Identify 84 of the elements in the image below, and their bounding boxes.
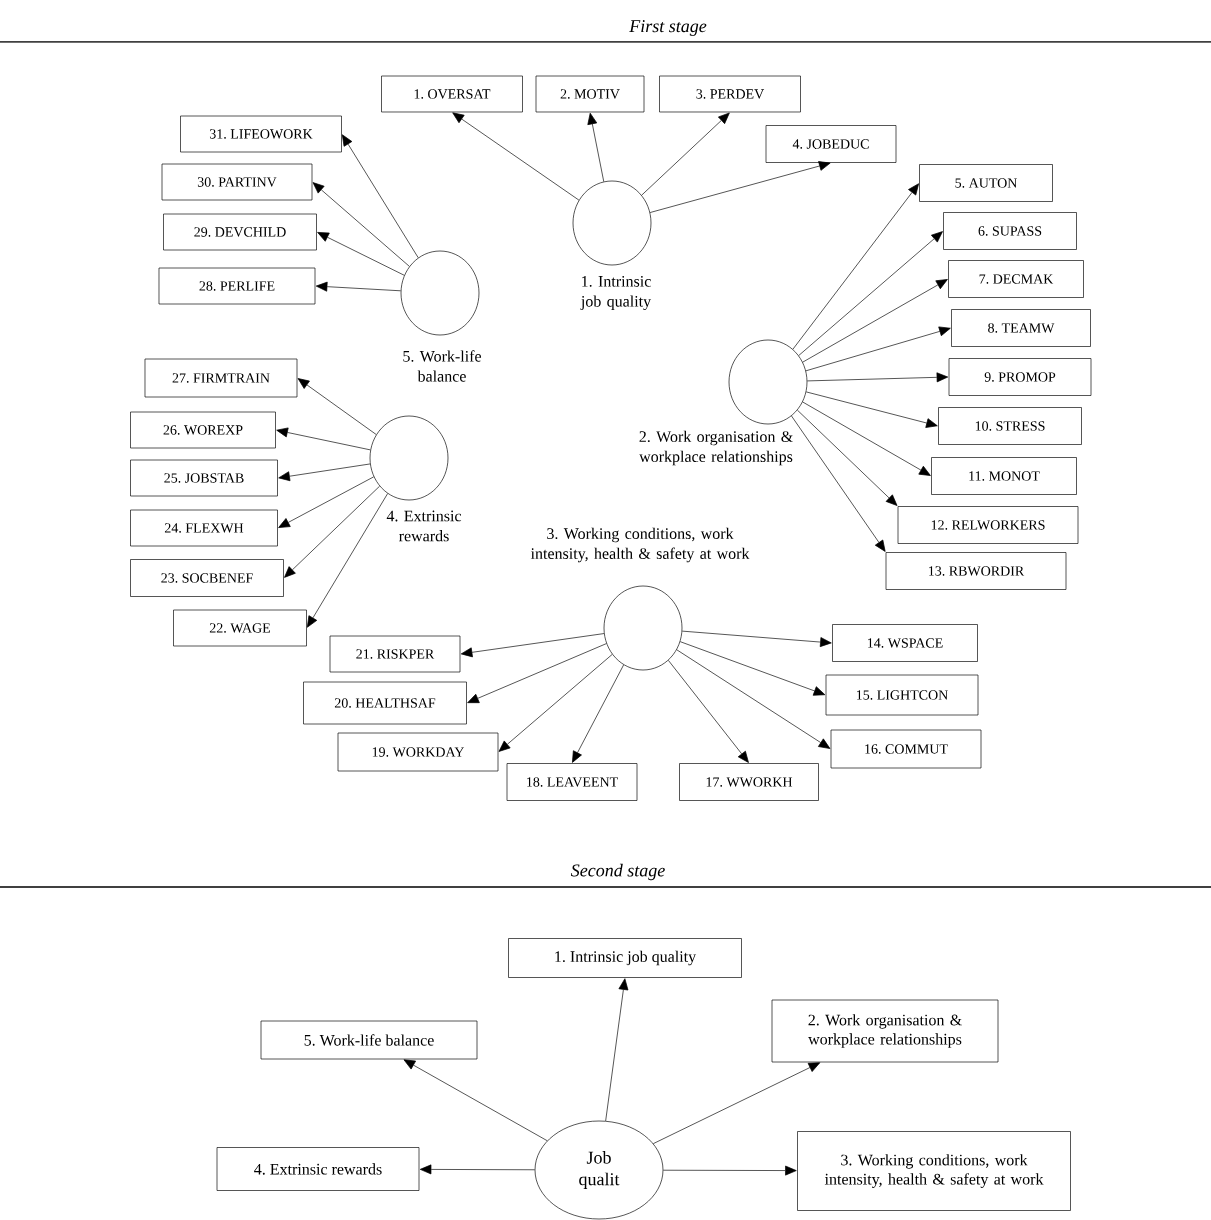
arrow bbox=[802, 279, 948, 363]
arrow bbox=[792, 183, 919, 350]
node-caption: 2. Work organisation & workplace relationships bbox=[639, 430, 793, 466]
circle bbox=[369, 415, 449, 501]
arrow bbox=[807, 372, 949, 383]
variable-box: 3. Working conditions, work intensity, health & safety at work bbox=[797, 1131, 1071, 1211]
arrow bbox=[653, 1062, 821, 1144]
node-caption: 3. Working conditions, work intensity, health & safety at work bbox=[530, 527, 750, 563]
variable-box: 26. WOREXP bbox=[130, 411, 276, 449]
arrow bbox=[403, 1059, 548, 1142]
arrow bbox=[641, 112, 730, 196]
variable-box: 27. FIRMTRAIN bbox=[144, 358, 298, 398]
node-caption: 1. Intrinsic job quality bbox=[580, 275, 652, 310]
node-caption: 4. Extrinsic rewards bbox=[386, 510, 462, 542]
arrow bbox=[297, 378, 377, 435]
variable-box: 7. DECMAK bbox=[948, 260, 1084, 298]
variable-box: 19. WORKDAY bbox=[337, 732, 499, 772]
arrow bbox=[315, 281, 402, 292]
arrow bbox=[668, 660, 749, 763]
arrow bbox=[498, 654, 613, 752]
arrow bbox=[681, 630, 832, 647]
arrow bbox=[306, 493, 388, 628]
variable-box: 3. PERDEV bbox=[659, 75, 801, 113]
variable-box: 12. RELWORKERS bbox=[897, 506, 1079, 544]
arrow bbox=[798, 231, 943, 356]
variable-box: 11. MONOT bbox=[931, 457, 1077, 495]
variable-box: 5. AUTON bbox=[919, 164, 1053, 202]
variable-box: 25. JOBSTAB bbox=[130, 459, 278, 497]
variable-box: 28. PERLIFE bbox=[158, 267, 316, 305]
variable-box: 4. Extrinsic rewards bbox=[216, 1147, 420, 1191]
variable-box: 29. DEVCHILD bbox=[163, 213, 317, 251]
variable-box: 10. STRESS bbox=[938, 407, 1082, 445]
variable-box: 9. PROMOP bbox=[948, 358, 1092, 396]
variable-box: 21. RISKPER bbox=[329, 635, 461, 673]
variable-box: 2. MOTIV bbox=[535, 75, 645, 113]
arrow bbox=[805, 326, 951, 372]
arrow bbox=[663, 1165, 797, 1176]
arrow bbox=[341, 134, 419, 259]
stage-heading: Second stage bbox=[571, 863, 665, 881]
node-caption: 5. Work-life balance bbox=[403, 350, 482, 382]
arrow bbox=[312, 182, 410, 267]
variable-box: 13. RBWORDIR bbox=[885, 552, 1067, 590]
arrow bbox=[676, 649, 831, 749]
variable-box: 15. LIGHTCON bbox=[825, 674, 979, 716]
arrow bbox=[649, 161, 831, 213]
arrow bbox=[278, 463, 371, 482]
arrow bbox=[802, 401, 931, 476]
circle bbox=[728, 339, 808, 425]
arrow bbox=[276, 427, 371, 451]
arrow bbox=[284, 485, 380, 578]
variable-box: 14. WSPACE bbox=[832, 624, 978, 662]
variable-box: 20. HEALTHSAF bbox=[303, 681, 467, 725]
arrow bbox=[679, 641, 826, 696]
stage-heading: First stage bbox=[629, 20, 707, 36]
arrow bbox=[797, 409, 898, 506]
variable-box: 2. Work organisation & workplace relationships bbox=[771, 999, 999, 1063]
variable-box: 16. COMMUT bbox=[830, 729, 982, 769]
variable-box: 17. WWORKH bbox=[679, 763, 819, 801]
arrow bbox=[419, 1164, 535, 1175]
variable-box: 23. SOCBENEF bbox=[130, 559, 284, 597]
arrow bbox=[587, 112, 605, 182]
circle bbox=[400, 250, 480, 336]
circle bbox=[572, 180, 652, 266]
variable-box: 1. Intrinsic job quality bbox=[508, 938, 742, 978]
variable-box: 31. LIFEOWORK bbox=[180, 115, 342, 153]
arrow bbox=[452, 112, 580, 201]
variable-box: 4. JOBEDUC bbox=[765, 125, 897, 163]
arrow bbox=[791, 415, 886, 552]
arrow bbox=[278, 476, 375, 528]
arrow bbox=[805, 391, 938, 428]
variable-box: 18. LEAVEENT bbox=[506, 763, 638, 801]
arrow bbox=[317, 232, 405, 276]
variable-box: 30. PARTINV bbox=[161, 163, 313, 201]
circle bbox=[603, 585, 683, 671]
arrow bbox=[467, 643, 607, 703]
variable-box: 6. SUPASS bbox=[943, 212, 1077, 250]
variable-box: 22. WAGE bbox=[173, 609, 307, 647]
variable-box: 8. TEAMW bbox=[951, 309, 1091, 347]
variable-box: 5. Work-life balance bbox=[260, 1020, 478, 1060]
variable-box: 1. OVERSAT bbox=[381, 75, 523, 113]
arrow bbox=[605, 978, 629, 1122]
arrow bbox=[572, 664, 624, 763]
variable-box: 24. FLEXWH bbox=[130, 509, 278, 547]
arrow bbox=[460, 633, 605, 658]
